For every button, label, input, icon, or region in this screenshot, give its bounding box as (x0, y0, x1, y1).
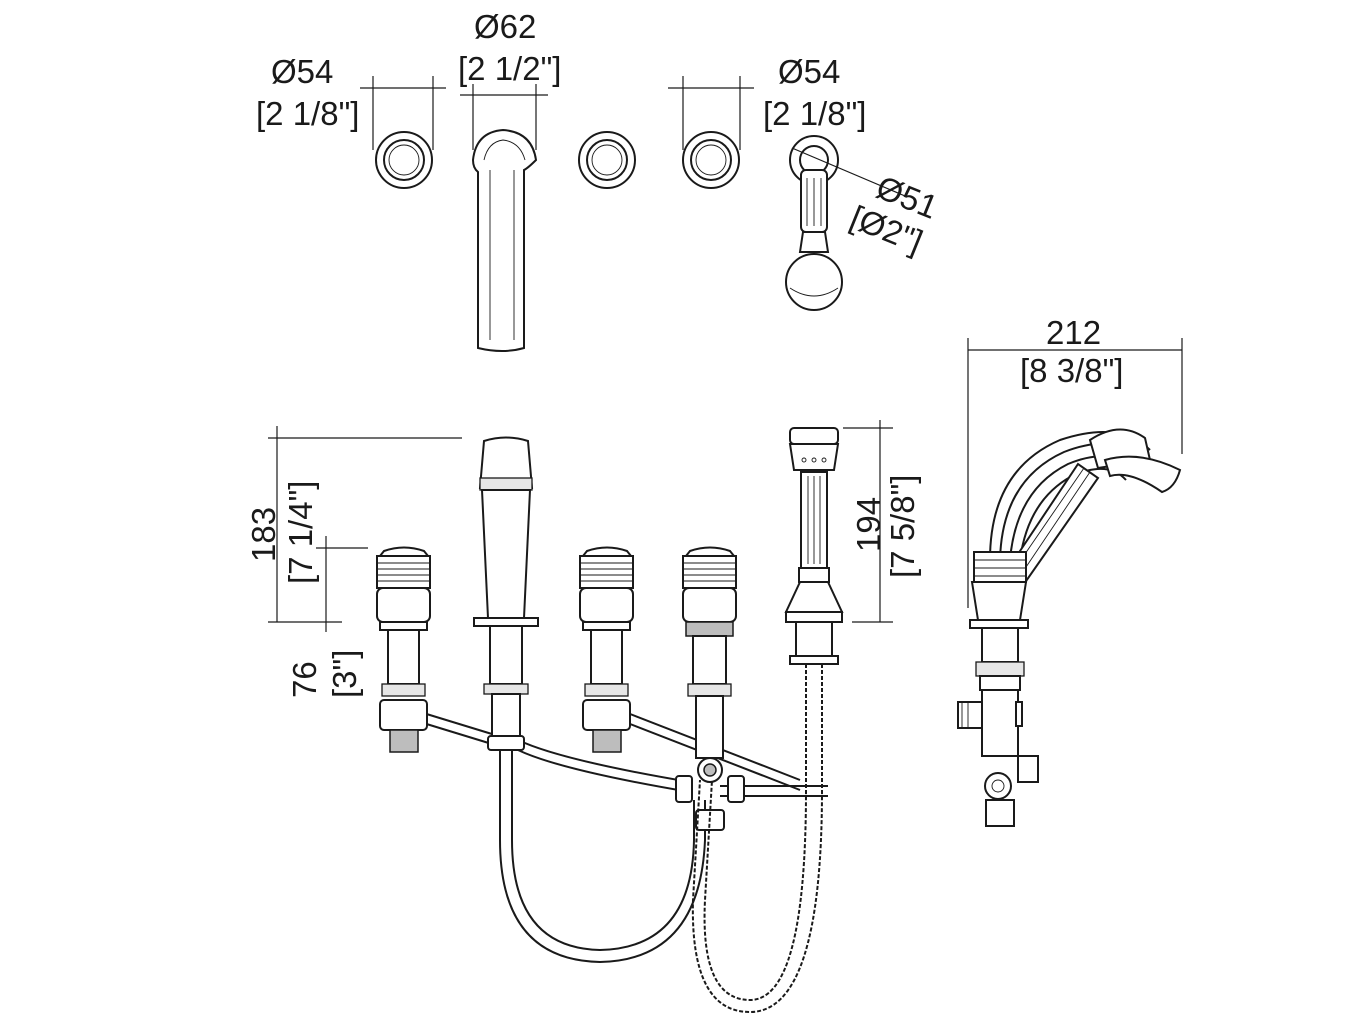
handshower-front (691, 427, 844, 1014)
side-depth-mm: 212 (1046, 314, 1101, 351)
side-view (957, 338, 1183, 827)
left-handle-dia-inch: [2 1/8"] (256, 95, 359, 132)
left-handle-dia-mm: Ø54 (271, 53, 333, 90)
diverter-plan (578, 131, 636, 189)
handshower-plan (785, 135, 843, 311)
spout-height-inch: [7 1/4"] (282, 481, 319, 584)
right-handle-dia-mm: Ø54 (778, 53, 840, 90)
front-elevation (268, 420, 893, 1014)
spout-height-mm: 183 (245, 507, 282, 562)
right-handle-plan (682, 131, 740, 189)
spout-front (473, 436, 706, 964)
left-valve (376, 546, 431, 753)
handshower-height-mm: 194 (850, 497, 887, 552)
right-handle-dia-inch: [2 1/8"] (763, 95, 866, 132)
front-dimension-lines (268, 420, 893, 632)
spout-dia-mm: Ø62 (474, 8, 536, 45)
plan-dimension-lines (360, 76, 906, 197)
side-depth-inch: [8 3/8"] (1020, 352, 1123, 389)
valve-height-mm: 76 (286, 661, 323, 698)
valve-height-inch: [3"] (326, 650, 363, 698)
handshower-height-inch: [7 5/8"] (884, 475, 921, 578)
spout-dia-inch: [2 1/2"] (458, 50, 561, 87)
plan-view (360, 76, 906, 352)
right-valve (675, 546, 745, 831)
spout-plan (471, 128, 538, 352)
left-handle-plan (375, 131, 433, 189)
diverter-valve (579, 546, 634, 753)
